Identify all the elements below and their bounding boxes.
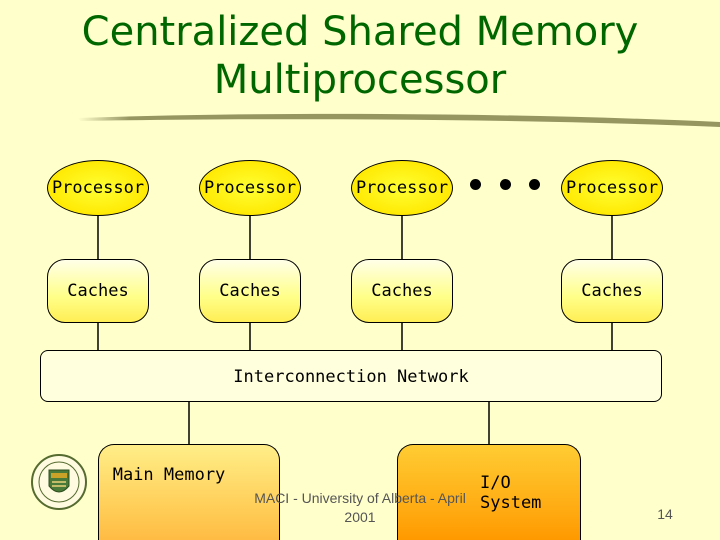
- cache-1-label: Caches: [67, 281, 129, 301]
- main-memory-label: Main Memory: [112, 465, 226, 485]
- footer-text: MACI - University of Alberta - April 200…: [245, 489, 475, 527]
- cache-4-label: Caches: [581, 281, 643, 301]
- title-line-2: Multiprocessor: [213, 57, 507, 103]
- cache-4: Caches: [561, 259, 663, 323]
- title-line-1: Centralized Shared Memory: [81, 9, 639, 55]
- processor-4-label: Processor: [565, 178, 659, 198]
- processor-1-label: Processor: [51, 178, 145, 198]
- footer-line-1: MACI - University of Alberta - April: [254, 490, 466, 506]
- processor-3: Processor: [351, 160, 453, 216]
- cache-2-label: Caches: [219, 281, 281, 301]
- cache-3: Caches: [351, 259, 453, 323]
- processor-1: Processor: [47, 160, 149, 216]
- processor-2: Processor: [199, 160, 301, 216]
- title-underline: [78, 113, 720, 127]
- main-memory-box: Main Memory: [98, 444, 280, 540]
- page-number: 14: [657, 506, 673, 522]
- network-label: Interconnection Network: [233, 367, 469, 387]
- io-system-label: I/O System: [480, 473, 542, 513]
- cache-3-label: Caches: [371, 281, 433, 301]
- io-system-box: I/O System: [397, 444, 581, 540]
- ellipsis-dots-icon: [470, 174, 540, 194]
- university-crest-icon: [31, 454, 87, 510]
- cache-2: Caches: [199, 259, 301, 323]
- processor-3-label: Processor: [355, 178, 449, 198]
- interconnection-network: Interconnection Network: [40, 350, 662, 402]
- footer-line-2: 2001: [344, 509, 376, 525]
- processor-4: Processor: [561, 160, 663, 216]
- cache-1: Caches: [47, 259, 149, 323]
- slide-title: Centralized Shared Memory Multiprocessor: [0, 8, 720, 104]
- processor-2-label: Processor: [203, 178, 297, 198]
